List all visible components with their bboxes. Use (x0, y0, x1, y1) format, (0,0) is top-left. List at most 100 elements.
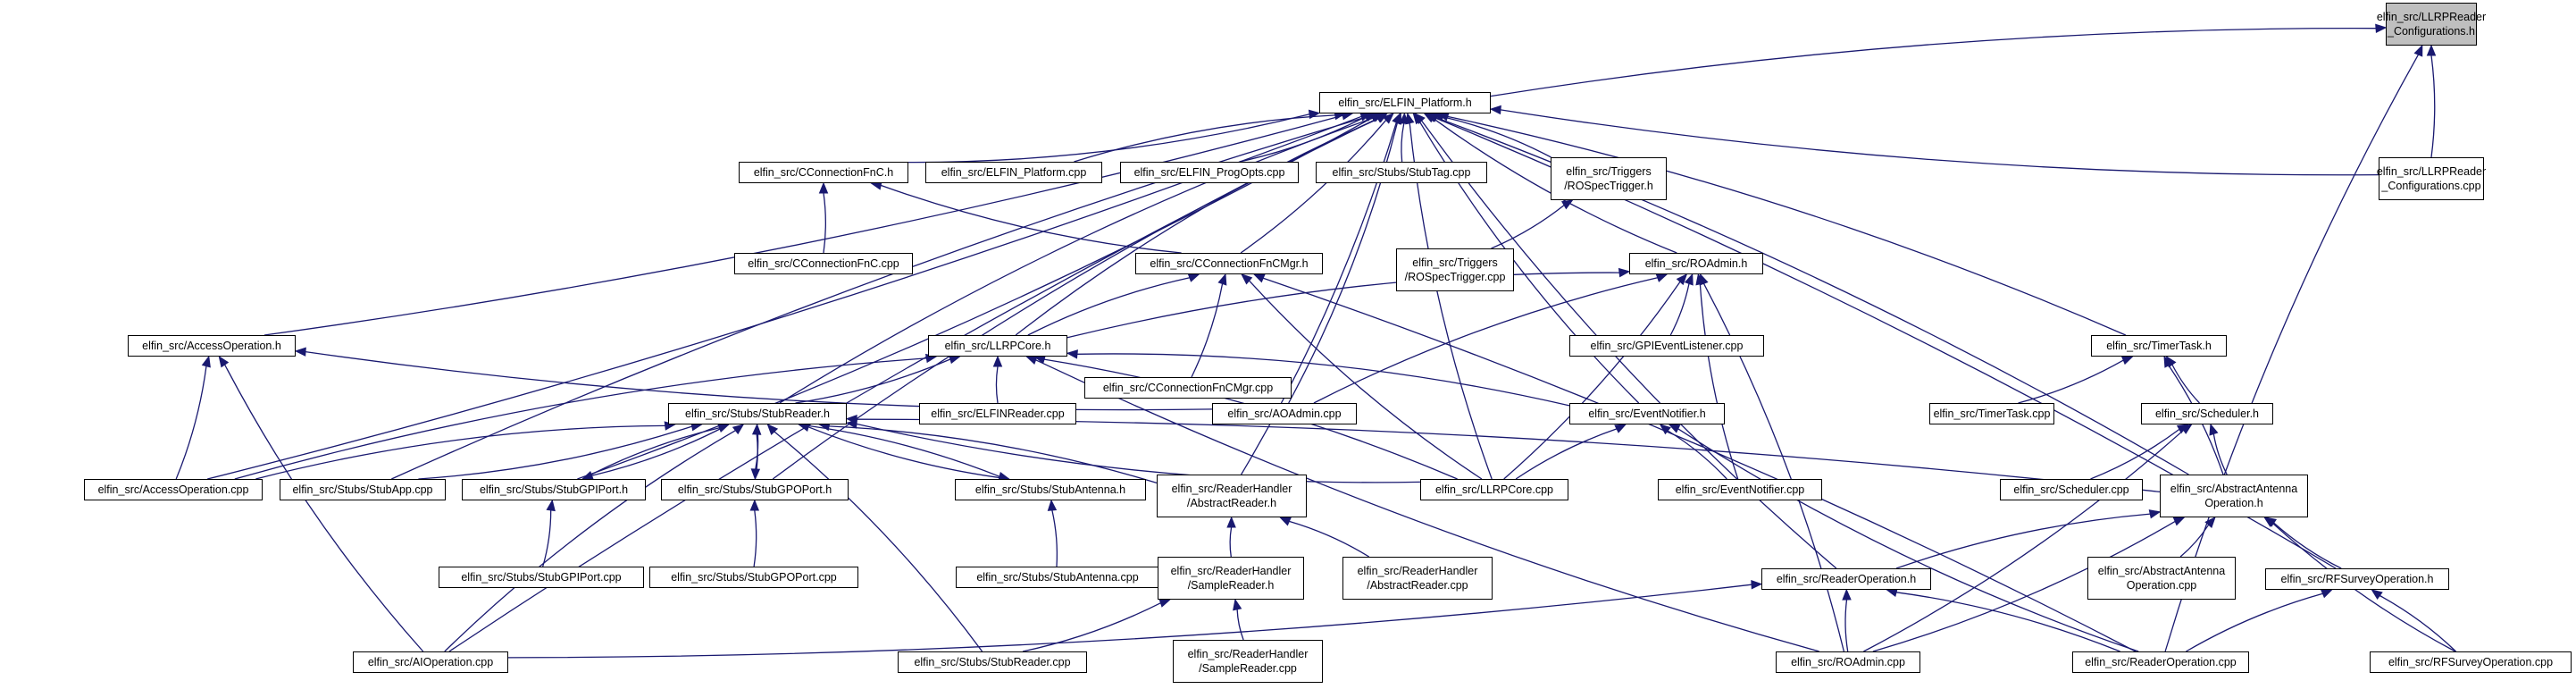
edge-samplereader-cpp-to-samplereader-h (1236, 609, 1244, 641)
node-stubreader-h[interactable]: elfin_src/Stubs/StubReader.h (668, 403, 847, 424)
node-llrpcore-cpp[interactable]: elfin_src/LLRPCore.cpp (1420, 479, 1568, 500)
node-label-line: elfin_src/ReaderHandler (1171, 482, 1292, 495)
node-roadmin-cpp[interactable]: elfin_src/ROAdmin.cpp (1776, 651, 1920, 673)
node-label-line: elfin_src/Stubs/StubGPOPort.cpp (671, 570, 837, 584)
node-label-line: elfin_src/Stubs/StubReader.cpp (914, 655, 1071, 668)
edge-arrowhead (749, 499, 760, 511)
node-label-line: elfin_src/CConnectionFnCMgr.cpp (1102, 381, 1274, 394)
node-llrpcore-h[interactable]: elfin_src/LLRPCore.h (928, 335, 1067, 357)
node-stubantenna-h[interactable]: elfin_src/Stubs/StubAntenna.h (955, 479, 1146, 500)
node-label-line: elfin_src/TimerTask.h (2106, 339, 2212, 352)
node-rfsurveyoperation-h[interactable]: elfin_src/RFSurveyOperation.h (2265, 568, 2449, 590)
node-elfin-platform-h[interactable]: elfin_src/ELFIN_Platform.h (1319, 92, 1491, 113)
node-eventnotifier-h[interactable]: elfin_src/EventNotifier.h (1569, 403, 1725, 424)
node-samplereader-h[interactable]: elfin_src/ReaderHandler/SampleReader.h (1158, 557, 1304, 600)
edge-llrpcore-h-to-elfin-platform-h (1015, 118, 1379, 336)
edge-arrowhead (1668, 424, 1681, 433)
edge-arrowhead (1489, 105, 1501, 115)
node-stubgpoport-h[interactable]: elfin_src/Stubs/StubGPOPort.h (661, 479, 849, 500)
node-label-line: elfin_src/ReaderHandler (1187, 647, 1309, 660)
edge-roadmin-cpp-to-readeroperation-h (1844, 599, 1849, 652)
edge-aoadmin-cpp-to-roadmin-h (1313, 277, 1658, 404)
node-readeroperation-h[interactable]: elfin_src/ReaderOperation.h (1761, 568, 1931, 590)
edge-rospectrigger-h-to-elfin-platform-h (1443, 116, 1551, 158)
node-label-line: _Configurations.cpp (2381, 180, 2481, 192)
edge-arrowhead (2172, 517, 2186, 526)
node-label-line: elfin_src/ELFINReader.cpp (931, 407, 1065, 420)
edge-eventnotifier-cpp-to-eventnotifier-h (1667, 430, 1727, 480)
node-elfinreader-cpp[interactable]: elfin_src/ELFINReader.cpp (919, 403, 1076, 424)
node-scheduler-cpp[interactable]: elfin_src/Scheduler.cpp (2000, 479, 2143, 500)
node-timertask-cpp[interactable]: elfin_src/TimerTask.cpp (1929, 403, 2054, 424)
edge-arrowhead (1560, 199, 1574, 210)
node-readeroperation-cpp[interactable]: elfin_src/ReaderOperation.cpp (2072, 651, 2249, 673)
node-stubgpoport-cpp[interactable]: elfin_src/Stubs/StubGPOPort.cpp (649, 567, 858, 588)
edge-arrowhead (201, 355, 211, 368)
node-cconnectionfncmgr-h[interactable]: elfin_src/CConnectionFnCMgr.h (1135, 253, 1323, 274)
node-stubgpiport-cpp[interactable]: elfin_src/Stubs/StubGPIPort.cpp (439, 567, 644, 588)
node-accessoperation-cpp[interactable]: elfin_src/AccessOperation.cpp (84, 479, 263, 500)
node-llrpreaderconfig-cpp[interactable]: elfin_src/LLRPReader _Configurations.cpp (2376, 157, 2487, 200)
edge-aioperation-cpp-to-elfin-platform-h (448, 117, 1378, 652)
node-abstractreader-cpp[interactable]: elfin_src/ReaderHandler/AbstractReader.c… (1342, 557, 1493, 600)
node-roadmin-h[interactable]: elfin_src/ROAdmin.h (1629, 253, 1763, 274)
edge-arrowhead (2148, 509, 2162, 519)
node-eventnotifier-cpp[interactable]: elfin_src/EventNotifier.cpp (1658, 479, 1822, 500)
node-rospectrigger-h[interactable]: elfin_src/Triggers/ROSpecTrigger.h (1551, 157, 1667, 200)
node-label-line: elfin_src/RFSurveyOperation.cpp (2388, 655, 2554, 668)
node-label-line: elfin_src/AccessOperation.cpp (97, 483, 249, 496)
edge-abstractreader-h-to-stubreader-h (829, 425, 1158, 484)
node-stubtag-cpp[interactable]: elfin_src/Stubs/StubTag.cpp (1316, 162, 1487, 183)
edge-cconnectionfncmgr-cpp-to-cconnectionfncmgr-h (1191, 283, 1224, 378)
node-stubreader-cpp[interactable]: elfin_src/Stubs/StubReader.cpp (898, 651, 1087, 673)
node-rospectrigger-cpp[interactable]: elfin_src/Triggers/ROSpecTrigger.cpp (1396, 248, 1514, 291)
edge-stubtag-cpp-to-elfin-platform-h (1401, 122, 1405, 163)
edge-elfinreader-cpp-to-llrpcore-h (995, 366, 999, 404)
node-stubantenna-cpp[interactable]: elfin_src/Stubs/StubAntenna.cpp (956, 567, 1159, 588)
edge-aioperation-cpp-to-readeroperation-h (507, 584, 1752, 659)
node-label-line: elfin_src/Stubs/StubAntenna.h (974, 483, 1126, 496)
node-cconnectionfnc-cpp[interactable]: elfin_src/CConnectionFnC.cpp (734, 253, 913, 274)
node-aioperation-cpp[interactable]: elfin_src/AIOperation.cpp (353, 651, 508, 673)
node-label-line: elfin_src/Stubs/StubGPOPort.h (677, 483, 832, 496)
node-llrpreaderconfig-h[interactable]: elfin_src/LLRPReader_Configurations.h (2377, 3, 2486, 46)
node-abstractreader-h[interactable]: elfin_src/ReaderHandler/AbstractReader.h (1157, 475, 1307, 517)
node-scheduler-h[interactable]: elfin_src/Scheduler.h (2141, 403, 2273, 424)
edge-stubreader-h-to-llrpcore-h (795, 358, 951, 404)
node-label-line: elfin_src/AOAdmin.cpp (1227, 407, 1342, 420)
edge-arrowhead (1217, 273, 1227, 286)
edge-stubantenna-cpp-to-stubantenna-h (1051, 509, 1058, 567)
node-elfin-platform-cpp[interactable]: elfin_src/ELFIN_Platform.cpp (925, 162, 1102, 183)
node-label-line: Operation.h (2204, 497, 2263, 509)
edge-abstractantennaop-h-to-scheduler-h (2212, 433, 2228, 475)
node-stubgpiport-h[interactable]: elfin_src/Stubs/StubGPIPort.h (462, 479, 646, 500)
edge-aoadmin-cpp-to-elfin-platform-h (1288, 122, 1399, 404)
edge-aioperation-cpp-to-accessoperation-h (224, 364, 424, 652)
node-cconnectionfnc-h[interactable]: elfin_src/CConnectionFnC.h (739, 162, 908, 183)
node-aoadmin-cpp[interactable]: elfin_src/AOAdmin.cpp (1212, 403, 1357, 424)
edge-arrowhead (1047, 499, 1058, 511)
edge-llrpcore-cpp-to-eventnotifier-h (1515, 428, 1618, 480)
node-rfsurveyoperation-cpp[interactable]: elfin_src/RFSurveyOperation.cpp (2370, 651, 2572, 673)
edge-arrowhead (1699, 273, 1709, 286)
edge-stubgpoport-cpp-to-stubgpoport-h (753, 509, 757, 567)
node-gpieventlistener-cpp[interactable]: elfin_src/GPIEventListener.cpp (1569, 335, 1764, 357)
edge-scheduler-cpp-to-scheduler-h (2090, 428, 2180, 480)
node-label-line: /SampleReader.h (1187, 579, 1275, 592)
node-samplereader-cpp[interactable]: elfin_src/ReaderHandler/SampleReader.cpp (1173, 640, 1323, 683)
node-stubapp-cpp[interactable]: elfin_src/Stubs/StubApp.cpp (280, 479, 446, 500)
node-label-line: elfin_src/LLRPReader (2376, 10, 2487, 23)
edge-llrpreaderconfig-cpp-to-llrpreaderconfig-h (2430, 55, 2436, 158)
edge-arrowhead (845, 414, 857, 424)
node-accessoperation-h[interactable]: elfin_src/AccessOperation.h (128, 335, 296, 357)
node-label-line: elfin_src/Stubs/StubAntenna.cpp (976, 570, 1139, 584)
node-label-line: elfin_src/LLRPCore.h (944, 339, 1051, 352)
node-timertask-h[interactable]: elfin_src/TimerTask.h (2091, 335, 2227, 357)
node-label-line: elfin_src/LLRPReader (2376, 164, 2487, 178)
node-label-line: elfin_src/AccessOperation.h (142, 339, 281, 352)
node-elfin-progopts-cpp[interactable]: elfin_src/ELFIN_ProgOpts.cpp (1120, 162, 1299, 183)
node-cconnectionfncmgr-cpp[interactable]: elfin_src/CConnectionFnCMgr.cpp (1084, 377, 1292, 399)
